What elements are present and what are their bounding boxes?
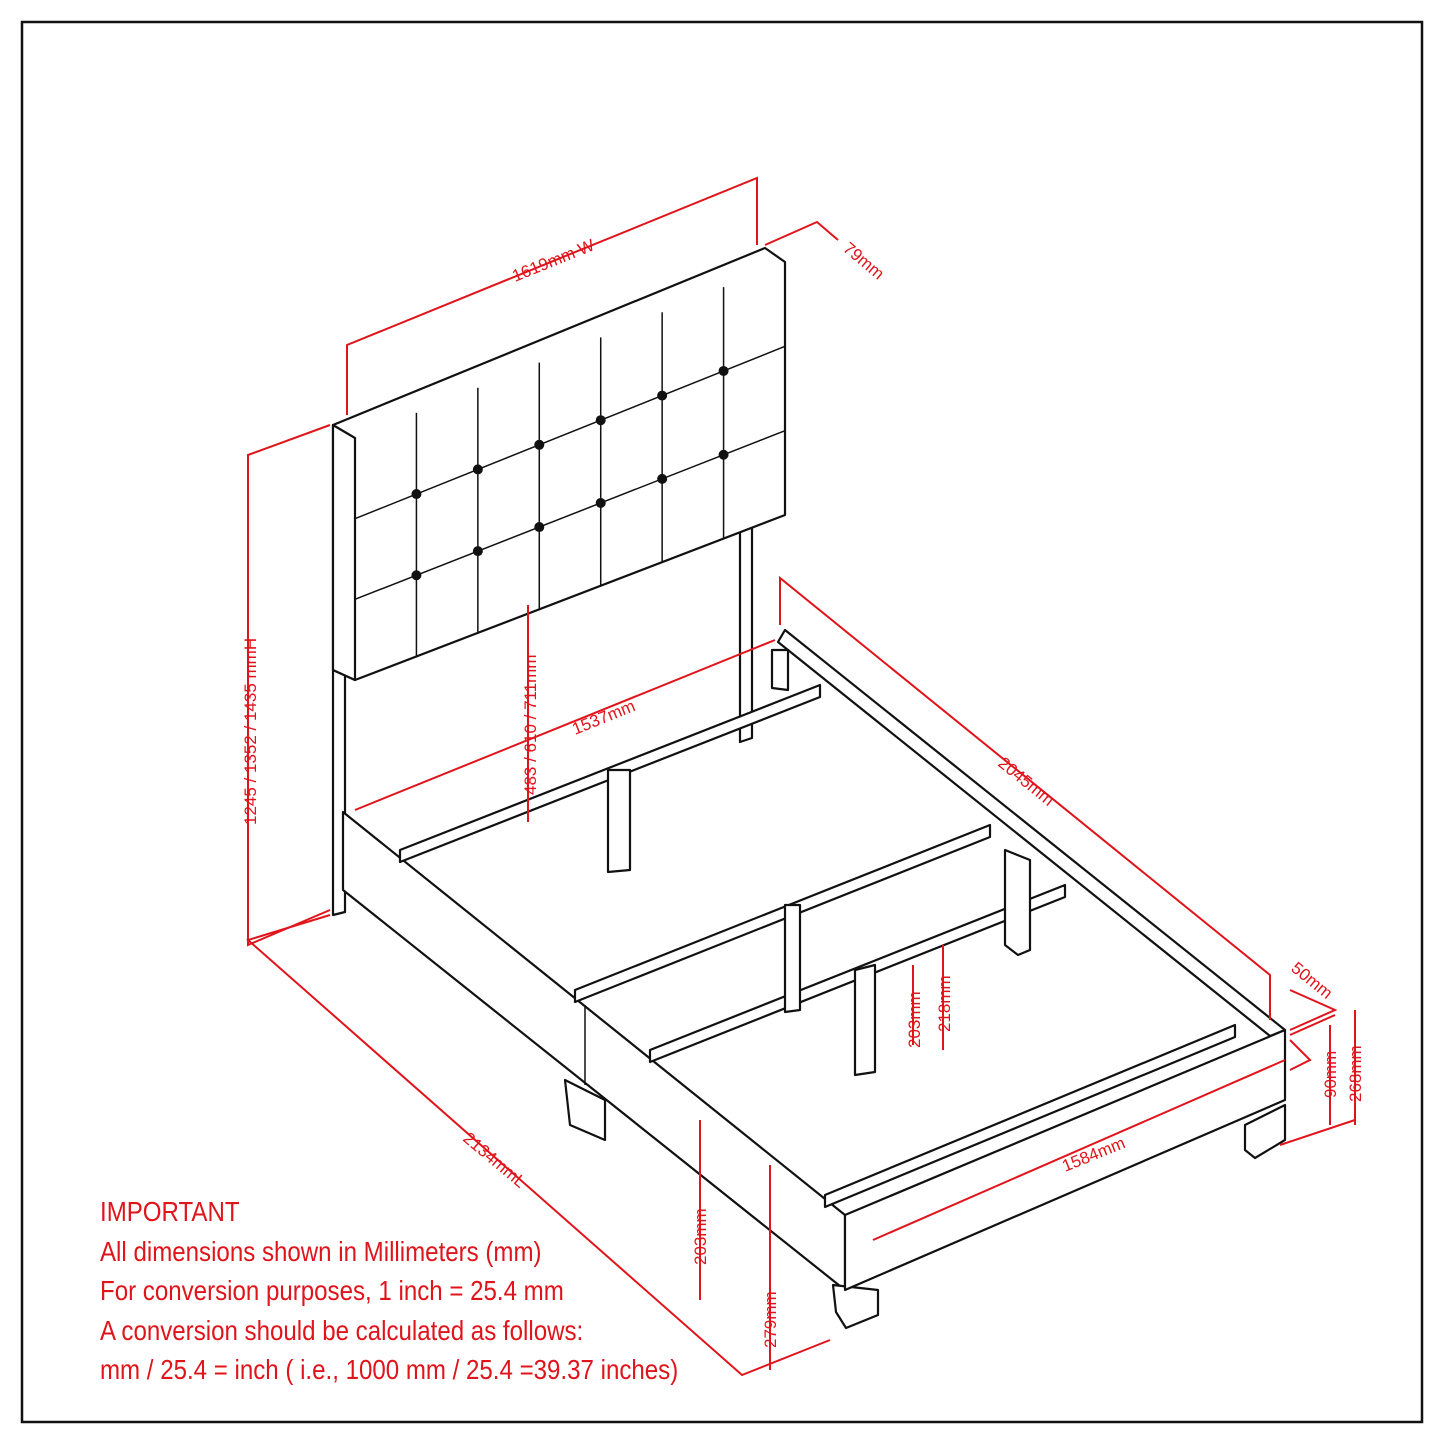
center-leg	[606, 768, 632, 874]
tuft-button	[595, 415, 606, 426]
notes-line: A conversion should be calculated as fol…	[100, 1314, 584, 1346]
tuft-button	[718, 449, 729, 460]
headboard	[331, 246, 787, 682]
dimension-lines	[245, 176, 1356, 1377]
tuft-button	[472, 464, 483, 475]
slat	[823, 1023, 1237, 1209]
bracket	[1003, 848, 1032, 957]
dim-total-height: 1245 / 1352 / 1435 mmH	[241, 638, 260, 825]
leg	[831, 1283, 880, 1330]
tuft-seam	[354, 429, 786, 601]
dim-total-length: 2134mmL	[459, 1129, 529, 1192]
important-notes: IMPORTANT All dimensions shown in Millim…	[100, 1192, 678, 1390]
tuft-button	[472, 546, 483, 557]
tuft-button	[657, 390, 668, 401]
bed-drawing	[331, 246, 1287, 1330]
notes-line: For conversion purposes, 1 inch = 25.4 m…	[100, 1275, 564, 1306]
foot-rail	[843, 1028, 1287, 1292]
dim-headboard-depth: 79mm	[839, 239, 887, 284]
center-leg	[853, 963, 877, 1077]
notes-line: mm / 25.4 = inch ( i.e., 1000 mm / 25.4 …	[100, 1354, 679, 1385]
dim-foot-rail-depth: 50mm	[1287, 958, 1336, 1002]
tuft-button	[718, 365, 729, 376]
bracket	[770, 648, 790, 692]
dim-side-leg-203: 203mm	[691, 1208, 710, 1265]
dim-inner-width-head: 1537mm	[569, 696, 637, 738]
dim-center-leg-218: 218mm	[935, 975, 954, 1032]
dim-headboard-clearance: 483 / 610 / 711mm	[521, 655, 540, 796]
notes-title: IMPORTANT	[100, 1196, 240, 1227]
slat	[573, 823, 992, 1004]
dim-center-leg-203: 203mm	[905, 991, 924, 1048]
dim-side-height-279: 279mm	[761, 1291, 780, 1348]
dim-headboard-width: 1619mm W	[509, 236, 597, 286]
tuft-seam	[354, 345, 786, 520]
tuft-button	[534, 439, 545, 450]
leg	[1243, 1103, 1287, 1160]
dim-foot-rail-height: 90mm	[1321, 1051, 1340, 1098]
tuft-button	[411, 489, 422, 500]
tuft-button	[595, 497, 606, 508]
center-leg	[783, 903, 802, 1014]
tuft-button	[534, 522, 545, 533]
border-frame	[20, 20, 1424, 1424]
dim-foot-total-height: 268mm	[1346, 1045, 1365, 1102]
notes-line: All dimensions shown in Millimeters (mm)	[100, 1235, 542, 1267]
tuft-button	[411, 570, 422, 581]
tuft-button	[657, 473, 668, 484]
dim-side-rail-length: 2045mm	[994, 753, 1057, 809]
leg	[563, 1078, 607, 1142]
headboard-post-right	[738, 516, 754, 744]
